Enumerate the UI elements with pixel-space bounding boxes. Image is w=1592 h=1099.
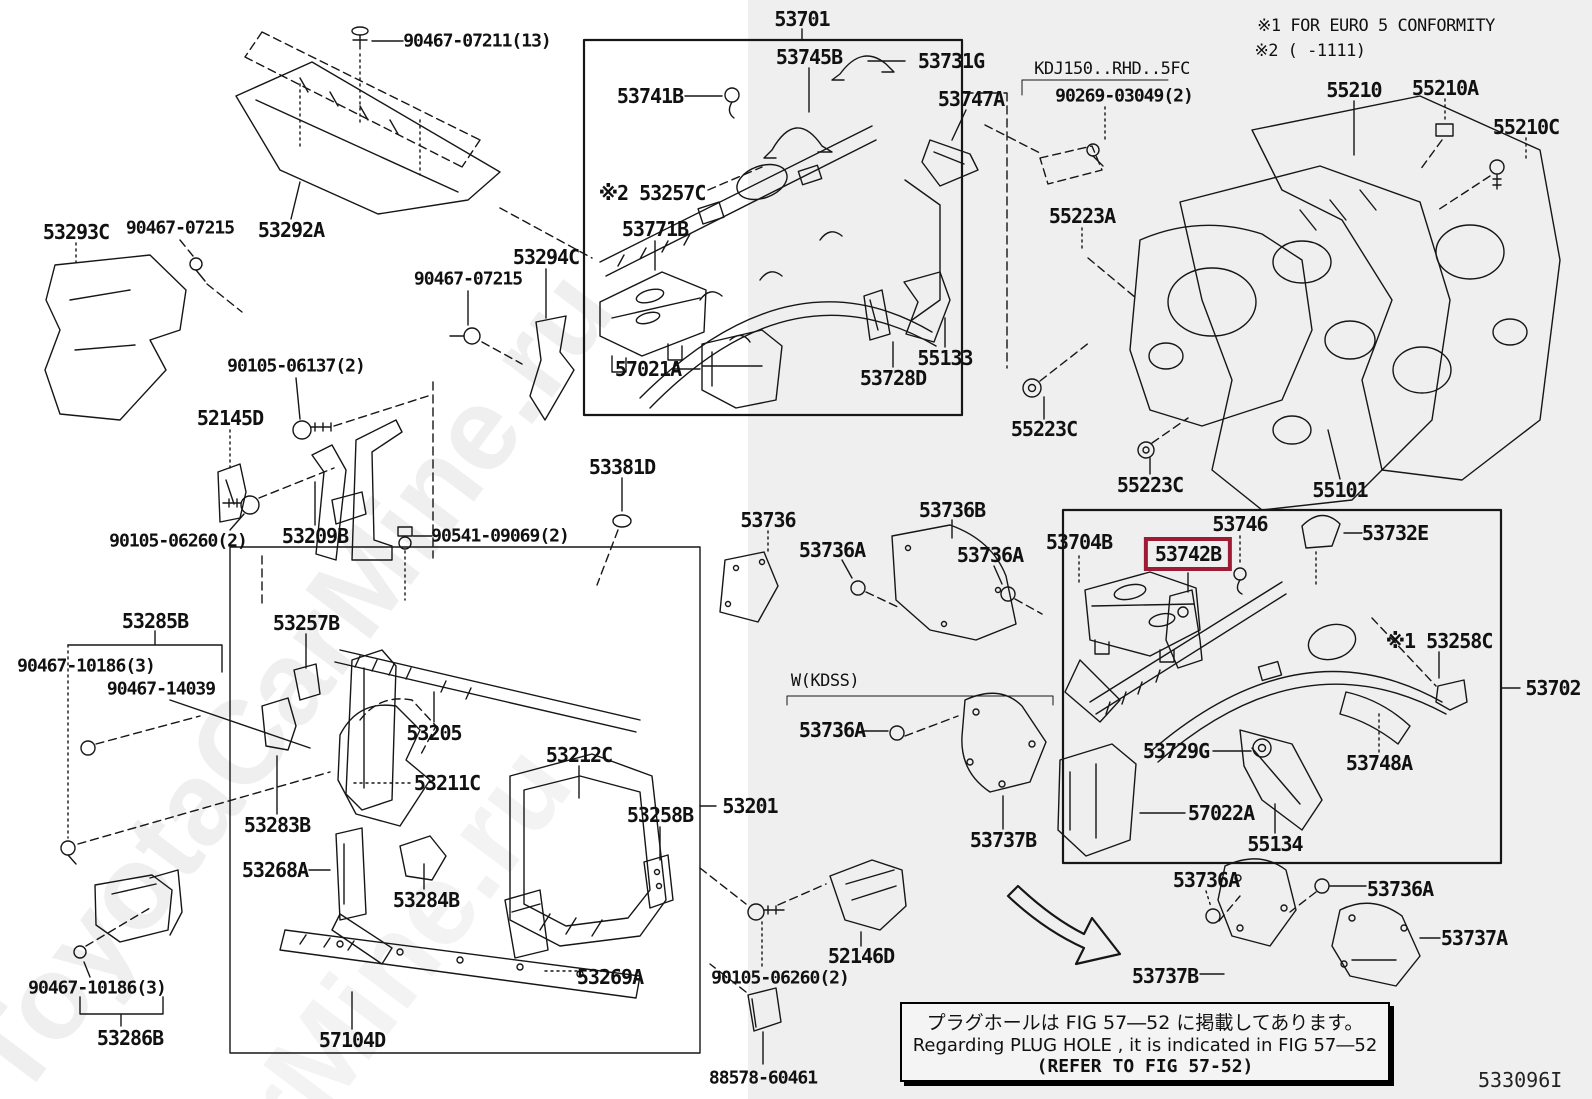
part-label: 53737B bbox=[1131, 964, 1199, 988]
part-label: 53286B bbox=[96, 1026, 164, 1050]
part-label: 90105-06137(2) bbox=[227, 355, 366, 377]
part-label: 53732E bbox=[1361, 521, 1429, 545]
part-label: ※2 53257C bbox=[598, 181, 707, 205]
note-line-english: Regarding PLUG HOLE , it is indicated in… bbox=[912, 1034, 1378, 1056]
part-label: 57021A bbox=[614, 357, 682, 381]
part-label: 53293C bbox=[42, 220, 110, 244]
gray-background-panel bbox=[748, 0, 1592, 1099]
part-label: 53284B bbox=[392, 888, 460, 912]
part-label: 55210 bbox=[1326, 78, 1382, 102]
part-label: 90467-14039 bbox=[106, 678, 216, 700]
part-label: 52146D bbox=[827, 944, 895, 968]
part-label: 53737B bbox=[969, 828, 1037, 852]
part-label: 53701 bbox=[774, 7, 830, 31]
part-label: 53736A bbox=[798, 718, 866, 742]
part-label: 55223C bbox=[1010, 417, 1078, 441]
part-label: 53729G bbox=[1142, 739, 1210, 763]
assembly-box-53701 bbox=[582, 38, 964, 417]
part-label: 90467-07215 bbox=[413, 268, 523, 290]
part-label: 53258B bbox=[626, 803, 694, 827]
part-label: ※1 FOR EURO 5 CONFORMITY bbox=[1257, 16, 1495, 36]
part-label: 53771B bbox=[621, 217, 689, 241]
part-label: 53745B bbox=[775, 45, 843, 69]
part-label: 55101 bbox=[1312, 478, 1368, 502]
part-label: 53205 bbox=[406, 721, 462, 745]
part-label: 53212C bbox=[545, 743, 613, 767]
part-label: 53736A bbox=[798, 538, 866, 562]
part-label: 53704B bbox=[1045, 530, 1113, 554]
part-label: 55223A bbox=[1048, 204, 1116, 228]
part-label: 53736B bbox=[918, 498, 986, 522]
part-label: 55210A bbox=[1411, 76, 1479, 100]
part-label: ※2 ( -1111) bbox=[1254, 41, 1366, 61]
part-label: 57104D bbox=[318, 1028, 386, 1052]
part-label: 53747A bbox=[937, 87, 1005, 111]
note-line-refer: (REFER TO FIG 57-52) bbox=[1036, 1055, 1254, 1077]
part-label: 53736A bbox=[1172, 868, 1240, 892]
part-label: 53201 bbox=[722, 794, 778, 818]
part-label: 55134 bbox=[1247, 832, 1303, 856]
part-label: 53741B bbox=[616, 84, 684, 108]
part-label: 53294C bbox=[512, 245, 580, 269]
part-label: 57022A bbox=[1187, 801, 1255, 825]
part-label: 53748A bbox=[1345, 751, 1413, 775]
part-label: 53269A bbox=[576, 965, 644, 989]
assembly-box-53702 bbox=[1061, 508, 1503, 865]
part-label: 90269-03049(2) bbox=[1055, 85, 1194, 107]
part-label: 90105-06260(2) bbox=[109, 530, 248, 552]
part-label: 53257B bbox=[272, 611, 340, 635]
part-label: 90541-09069(2) bbox=[431, 525, 570, 547]
part-label: 90467-07211(13) bbox=[403, 30, 552, 52]
part-label: 53736A bbox=[1366, 877, 1434, 901]
part-label: 90467-10186(3) bbox=[28, 977, 167, 999]
document-id: 533096I bbox=[1478, 1068, 1563, 1092]
part-label: 53381D bbox=[588, 455, 656, 479]
part-label: 90467-07215 bbox=[125, 217, 235, 239]
part-label: 55210C bbox=[1492, 115, 1560, 139]
part-label: 53292A bbox=[257, 218, 325, 242]
part-label: W(KDSS) bbox=[790, 671, 860, 691]
part-label: 90105-06260(2) bbox=[711, 967, 850, 989]
part-label: 53736 bbox=[740, 508, 796, 532]
part-label: 52145D bbox=[196, 406, 264, 430]
part-label: 53209B bbox=[281, 524, 349, 548]
highlighted-part-label: 53742B bbox=[1143, 537, 1233, 571]
part-label: 53746 bbox=[1212, 512, 1268, 536]
part-label: KDJ150..RHD..5FC bbox=[1034, 59, 1190, 79]
part-label: 55223C bbox=[1116, 473, 1184, 497]
part-label: 53731G bbox=[917, 49, 985, 73]
part-label: 53283B bbox=[243, 813, 311, 837]
part-label: 53211C bbox=[413, 771, 481, 795]
part-label: 53702 bbox=[1525, 676, 1581, 700]
part-label: 53268A bbox=[241, 858, 309, 882]
part-label: 53736A bbox=[956, 543, 1024, 567]
part-label: 53285B bbox=[121, 609, 189, 633]
part-label: 53728D bbox=[859, 366, 927, 390]
note-line-japanese: プラグホールは FIG 57―52 に掲載してあります。 bbox=[926, 1011, 1364, 1034]
plug-hole-note-box: プラグホールは FIG 57―52 に掲載してあります。 Regarding P… bbox=[900, 1002, 1390, 1082]
part-label: 55133 bbox=[917, 346, 973, 370]
part-label: ※1 53258C bbox=[1385, 629, 1494, 653]
part-label: 90467-10186(3) bbox=[17, 655, 156, 677]
part-label: 53737A bbox=[1440, 926, 1508, 950]
part-label: 88578-60461 bbox=[708, 1067, 818, 1089]
